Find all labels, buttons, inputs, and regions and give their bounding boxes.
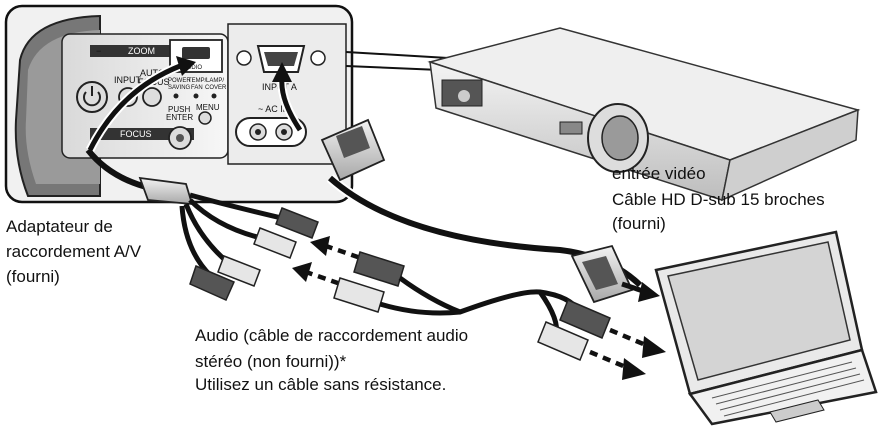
lamp-cover-led <box>211 93 217 99</box>
av-adapter-cable <box>85 148 319 301</box>
vga-cable-caption: Câble HD D-sub 15 broches <box>612 190 825 209</box>
menu-button <box>198 111 212 125</box>
audio-cable <box>292 236 666 380</box>
av-adapter-caption-2: raccordement A/V <box>6 242 142 261</box>
power-saving-label-1: POWER <box>168 78 191 84</box>
vga-cable <box>320 118 660 304</box>
av-adapter-caption-3: (fourni) <box>6 267 60 286</box>
power-saving-led <box>173 93 179 99</box>
power-icon <box>76 81 108 113</box>
zoom-minus: − <box>96 46 101 56</box>
push-enter-label-2: ENTER <box>166 113 193 122</box>
laptop <box>654 230 878 426</box>
auto-focus-button <box>142 87 162 107</box>
auto-focus-label-1: AUTO <box>140 68 165 78</box>
ac-in-socket <box>235 117 307 147</box>
focus-label: FOCUS <box>120 129 152 139</box>
enter-joystick-icon <box>168 126 192 150</box>
push-enter-label-1: PUSH <box>168 105 190 114</box>
panel-inset: − ZOOM + − FOCUS + INPUT AUTO FOCUS POWE… <box>4 4 354 204</box>
ac-in-label: ~ AC IN <box>258 104 289 114</box>
input-label: INPUT <box>114 75 142 85</box>
power-saving-label-2: SAVING <box>168 85 191 91</box>
lamp-cover-label-2: COVER <box>205 85 227 91</box>
lamp-cover-label-1: LAMP/ <box>206 78 224 84</box>
audio-caption-1: Audio (câble de raccordement audio <box>195 326 469 345</box>
projector <box>427 27 861 202</box>
zoom-label: ZOOM <box>128 46 155 56</box>
av-adapter-caption-1: Adaptateur de <box>6 217 113 236</box>
input-a-port <box>236 45 326 73</box>
vga-cable-note: (fourni) <box>612 214 666 233</box>
temp-fan-label-1: TEMP/ <box>188 78 207 84</box>
temp-fan-led <box>193 93 199 99</box>
temp-fan-label-2: FAN <box>191 85 203 91</box>
menu-label: MENU <box>196 103 220 112</box>
audio-caption-3: Utilisez un câble sans résistance. <box>195 375 447 394</box>
audio-port-label: AUDIO <box>183 65 202 71</box>
audio-caption-2: stéréo (non fourni))* <box>195 352 347 371</box>
video-input-caption: entrée vidéo <box>612 164 706 183</box>
